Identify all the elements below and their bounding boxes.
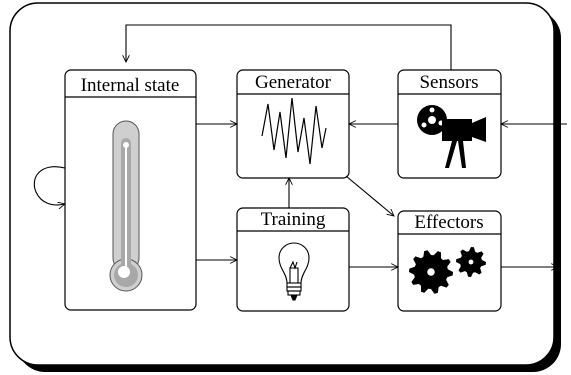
waveform-icon — [261, 97, 327, 165]
movie-camera-icon — [417, 105, 486, 168]
gears-icon — [409, 247, 486, 294]
generator-title: Generator — [255, 72, 332, 93]
generator-block: Generator — [236, 69, 350, 179]
sensors-title: Sensors — [419, 72, 478, 93]
arrow-sensors-to-internal-state — [126, 24, 452, 70]
thermometer-icon — [109, 120, 143, 292]
light-bulb-icon — [278, 242, 310, 301]
training-block: Training — [236, 207, 350, 312]
arrow-internal-state-self-loop — [33, 166, 65, 205]
training-title: Training — [261, 209, 326, 230]
effectors-title: Effectors — [414, 212, 483, 233]
connector-lines — [33, 24, 567, 267]
arrow-generator-to-effectors — [345, 175, 394, 216]
effectors-block: Effectors — [397, 210, 502, 312]
sensors-block: Sensors — [397, 69, 502, 179]
internal-state-title: Internal state — [81, 75, 180, 96]
internal-state-block: Internal state — [64, 69, 197, 311]
